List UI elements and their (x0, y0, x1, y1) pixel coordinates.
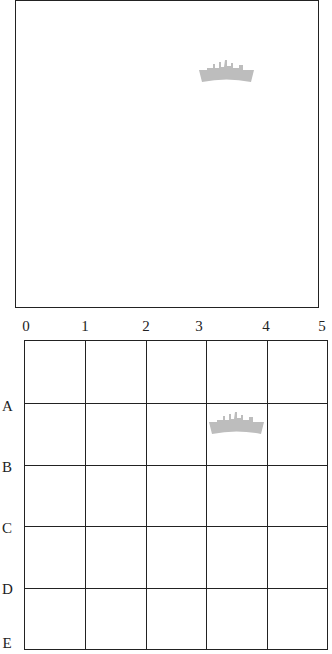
row-label: B (2, 460, 12, 475)
column-label: 5 (318, 319, 326, 334)
grid-lines (24, 340, 328, 650)
ship-silhouette (209, 412, 264, 434)
map-frame (16, 1, 319, 308)
column-label: 2 (142, 319, 150, 334)
row-label: A (2, 399, 13, 414)
column-label: 0 (22, 319, 30, 334)
column-label: 4 (262, 319, 270, 334)
column-label: 1 (81, 319, 89, 334)
ship-silhouette (199, 60, 254, 82)
column-label: 3 (195, 319, 203, 334)
row-label: C (2, 521, 12, 536)
row-label: D (2, 582, 13, 597)
row-label: E (2, 636, 11, 651)
